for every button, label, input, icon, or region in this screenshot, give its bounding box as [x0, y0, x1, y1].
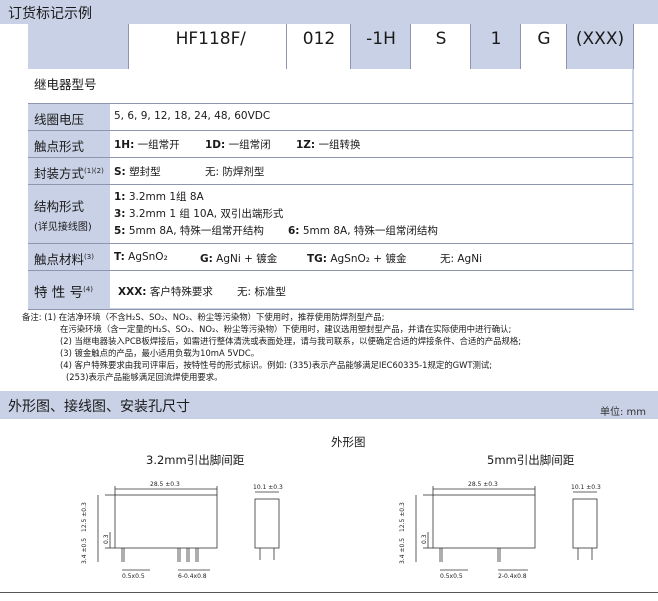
length-dim: 28.5 ±0.3 [150, 481, 180, 488]
unit-label: 单位: mm [599, 407, 646, 418]
code-package: S [410, 24, 472, 69]
special-footnote: (4) [83, 285, 94, 294]
code-special: (XXX) [566, 24, 634, 69]
row-divider [28, 103, 633, 104]
length-dim: 28.5 ±0.3 [468, 481, 498, 488]
row-label-model: 继电器型号 [34, 77, 97, 92]
width-dim: 10.1 ±0.3 [253, 484, 283, 491]
note-4: (4) 客户特殊要求由我司评审后，按特性号的形式标识。例如: (335)表示产品… [60, 360, 493, 370]
row-bg-contact [110, 131, 632, 157]
contact-1z: 1Z: 一组转换 [296, 139, 361, 151]
row-divider [28, 243, 633, 244]
left-outline-drawing: 28.5 ±0.3 10.1 ±0.3 0.5x0.5 6-0.4x0.8 12… [81, 481, 283, 580]
left-drawing-label: 3.2mm引出脚间距 [146, 453, 245, 467]
pin-length-dim: 3.4 ±0.5 [399, 538, 406, 564]
relay-body-end [572, 498, 598, 549]
structure-1: 1: 3.2mm 1组 8A [114, 191, 204, 203]
relay-body-end [254, 498, 280, 549]
note-4b: (253)表示产品能够满足回流焊使用要求。 [66, 372, 223, 382]
material-none: 无: AgNi [440, 253, 482, 265]
code-structure: 1 [470, 24, 522, 69]
code-material: G [520, 24, 568, 69]
offset-dim: 0.3 [103, 534, 110, 544]
row-label-special: 特 性 号(4) [34, 285, 94, 301]
note-3: (3) 镀金触点的产品，最小适用负载为10mA 5VDC。 [60, 348, 260, 358]
special-xxx: XXX: 客户特殊要求 [118, 286, 213, 298]
code-contact: -1H [350, 24, 412, 69]
pin-width-dim: 0.5x0.5 [440, 573, 463, 580]
row-label-material: 触点材料(3) [34, 252, 94, 267]
material-g: G: AgNi + 镀金 [200, 253, 278, 265]
contact-1h: 1H: 一组常开 [114, 139, 180, 151]
note-1: 备注: (1) 在洁净环境（不含H₂S、SO₂、NO₂、粉尘等污染物）下使用时，… [22, 312, 385, 322]
package-footnote: (1)(2) [84, 166, 104, 175]
row-bg-structure [110, 185, 632, 243]
row-sublabel-structure: (详见接线图) [34, 222, 92, 233]
row-divider [28, 270, 633, 271]
structure-5: 5: 5mm 8A, 特殊一组常开结构 [114, 225, 264, 237]
page-bottom-rule [0, 592, 658, 593]
special-none: 无: 标准型 [237, 286, 286, 298]
material-footnote: (3) [84, 252, 94, 261]
row-label-structure: 结构形式 [34, 199, 85, 214]
row-label-voltage: 线圈电压 [34, 112, 85, 127]
row-label-contact: 触点形式 [34, 139, 85, 154]
ordering-title: 订货标记示例 [8, 6, 92, 22]
pin-width-dim: 0.5x0.5 [122, 573, 145, 580]
offset-dim: 0.3 [421, 534, 428, 544]
material-t: T: AgSnO₂ [114, 251, 168, 263]
width-dim: 10.1 ±0.3 [571, 484, 601, 491]
row-label-package: 封装方式(1)(2) [34, 166, 104, 181]
code-slash: / [240, 29, 246, 49]
pin-pitch-dim: 2-0.4x0.8 [498, 573, 527, 580]
structure-3: 3: 3.2mm 1 组 10A, 双引出端形式 [114, 208, 284, 220]
relay-body-side [114, 494, 218, 549]
code-voltage: 012 [286, 24, 352, 69]
ordering-header-bar: 订货标记示例 [0, 0, 658, 24]
material-tg: TG: AgSnO₂ + 镀金 [307, 253, 407, 265]
pin-pitch-dim: 6-0.4x0.8 [178, 573, 207, 580]
relay-body-side [432, 494, 536, 549]
row-bg-voltage [110, 104, 632, 130]
dimensions-title: 外形图、接线图、安装孔尺寸 [8, 399, 190, 415]
voltage-values: 5, 6, 9, 12, 18, 24, 48, 60VDC [114, 110, 271, 122]
dimensions-header-bar: 外形图、接线图、安装孔尺寸 单位: mm [0, 391, 658, 419]
ordering-code-strip [28, 24, 128, 69]
row-bg-material [110, 244, 632, 270]
package-s: S: 塑封型 [114, 166, 161, 178]
note-1b: 在污染环境（含一定量的H₂S、SO₂、NO₂、粉尘等污染物）下使用时，建议选用塑… [60, 324, 512, 334]
row-divider [28, 157, 633, 158]
structure-6: 6: 5mm 8A, 特殊一组常闭结构 [288, 225, 438, 237]
row-bg-package [110, 158, 632, 184]
pin-length-dim: 3.4 ±0.5 [81, 538, 88, 564]
package-none: 无: 防焊剂型 [205, 166, 265, 178]
row-bg-model [28, 69, 632, 103]
right-drawing-label: 5mm引出脚间距 [487, 453, 575, 467]
code-model: HF118F [128, 24, 288, 69]
note-2: (2) 当继电器装入PCB板焊接后，如需进行整体清洗或表面处理，请与我司联系，以… [60, 336, 522, 346]
row-bg-special [110, 271, 632, 308]
right-outline-drawing: 28.5 ±0.3 10.1 ±0.3 0.5x0.5 2-0.4x0.8 12… [399, 481, 601, 580]
height-dim: 12.5 ±0.3 [399, 502, 406, 532]
drawing-subtitle: 外形图 [331, 435, 366, 449]
row-divider [28, 184, 633, 185]
row-divider [28, 130, 633, 131]
contact-1d: 1D: 一组常闭 [205, 139, 271, 151]
height-dim: 12.5 ±0.3 [81, 502, 88, 532]
